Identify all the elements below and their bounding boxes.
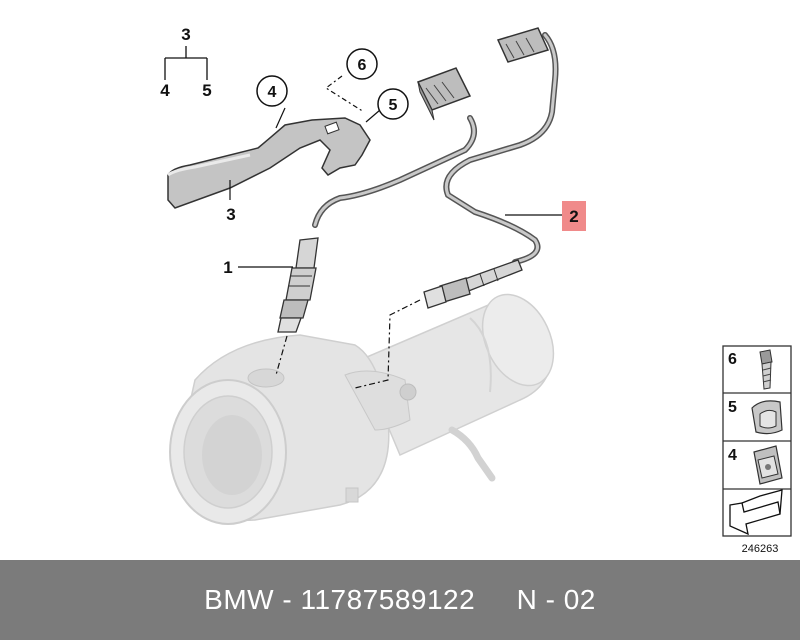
highlight-box [562,201,586,231]
footer-bar: BMW - 11787589122 N - 02 [0,560,800,640]
connector-front [416,67,472,121]
svg-text:6: 6 [728,351,737,368]
callout-clip-circle: 5 [365,88,409,123]
callout-sensor-front: 1 [223,258,293,277]
callout-tree-left: 4 [160,81,170,100]
catalytic-converter [169,293,555,525]
footer-text: BMW - 11787589122 N - 02 [204,584,596,615]
svg-text:2: 2 [569,207,578,226]
screw-icon [759,349,773,390]
footer-brand: BMW [204,584,275,615]
bracket[interactable] [167,117,371,209]
svg-text:3: 3 [226,205,235,224]
callout-tree-parent: 3 [181,25,190,44]
clip-icon [751,400,783,435]
callout-tree-right: 5 [202,81,211,100]
svg-text:4: 4 [728,447,737,464]
oxygen-sensor-front[interactable] [277,67,477,333]
legend-item-clip: 5 [728,399,783,435]
svg-text:1: 1 [223,258,232,277]
legend-item-clip-nut: 4 [728,445,783,485]
svg-text:5: 5 [728,399,737,416]
callout-tree: 3 4 5 [160,25,211,100]
callout-screw-circle: 6 [324,48,378,113]
svg-text:5: 5 [389,97,398,114]
callout-bracket-circle: 4 [256,75,288,129]
footer-part-number: 11787589122 [300,584,476,615]
callout-sensor-rear[interactable]: 2 [505,201,586,231]
svg-text:6: 6 [358,57,367,74]
connector-rear [496,27,550,63]
legend-item-screw: 6 [728,349,773,390]
legend-panel: 6 5 4 [722,345,792,537]
footer-variant: N - 02 [516,584,596,615]
oxygen-sensor-rear[interactable] [423,27,559,309]
svg-text:4: 4 [268,84,277,101]
parts-diagram: 3 4 5 4 6 5 3 1 2 [160,25,792,555]
clip-nut-icon [753,445,783,485]
arrow-icon [729,489,783,536]
image-number: 246263 [742,543,779,555]
callout-bracket-label: 3 [226,180,236,224]
